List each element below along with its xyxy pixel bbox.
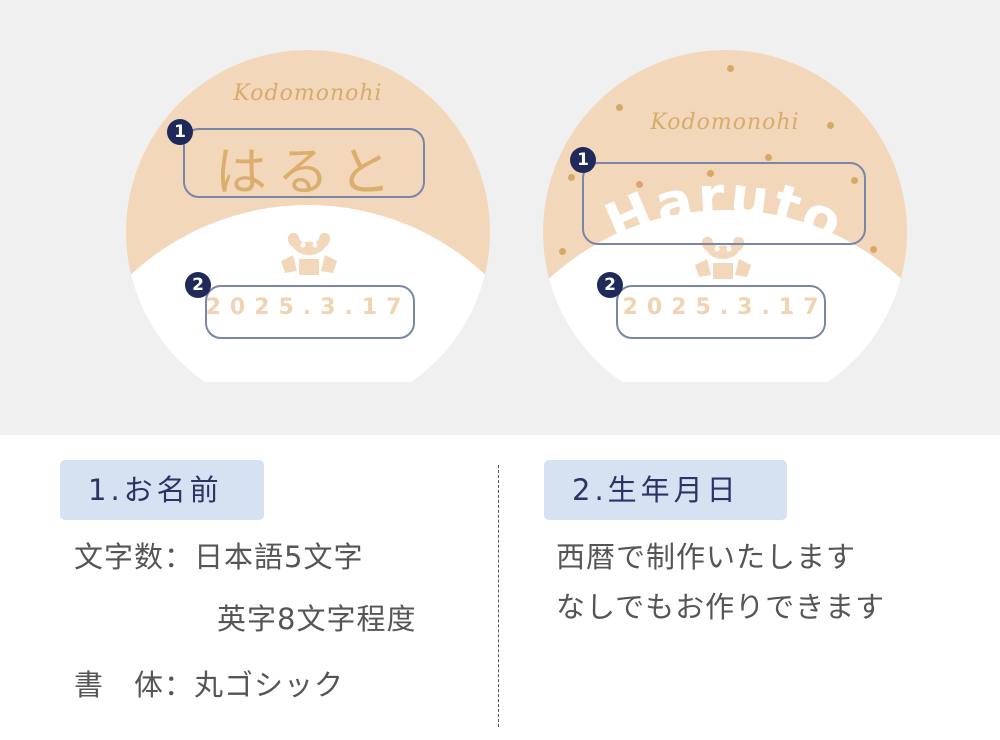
spec-value: 英字8文字程度 [217,602,417,636]
dot-decoration [568,174,575,181]
spec-line-font: 書 体：丸ゴシック [74,662,344,704]
kabuto-helmet-icon [281,232,337,275]
white-dome [126,205,490,382]
dot-decoration [559,248,566,255]
section-label-birthdate: 2.生年月日 [544,460,787,520]
sticker-disc: Kodomonohi Haruto 2025.3.17 [543,50,907,382]
date-text: 2025.3.17 [622,295,828,320]
dot-decoration [616,104,623,111]
spec-line-char-count: 文字数：日本語5文字 [74,534,363,576]
marker-1: 1 [167,119,193,145]
spec-sep: ： [164,540,195,574]
dot-decoration [827,122,834,129]
kabuto-helmet-icon [695,236,751,279]
dot-decoration [765,154,772,161]
birthdate-note-1: 西暦で制作いたします [556,540,857,574]
name-field-outline [582,162,866,245]
name-text-arched: Haruto [543,170,907,270]
sample-japanese-name: Kodomonohi はると 2025.3.17 1 2 [123,0,493,382]
dot-decoration [870,246,877,253]
date-text: 2025.3.17 [205,295,411,320]
dashed-divider [498,465,499,727]
marker-2: 2 [597,272,623,298]
dot-decoration [707,170,714,177]
name-text: はると [214,143,401,203]
birthdate-note-2: なしでもお作りできます [556,590,886,624]
brand-script: Kodomonohi [650,110,800,135]
sample-latin-name: Kodomonohi Haruto 2025.3.17 1 2 [540,0,910,382]
dot-decoration [727,65,734,72]
spec-line-char-count-en: 英字8文字程度 [217,596,416,638]
section-label-name: 1.お名前 [60,460,264,520]
brand-script: Kodomonohi [233,81,383,106]
spec-key: 文字数 [74,540,165,574]
name-field-outline [183,128,425,198]
spec-value: 日本語5文字 [194,540,364,574]
date-field-outline [616,285,826,339]
dot-decoration [636,181,643,188]
marker-1: 1 [570,147,596,173]
spec-sep: ： [164,668,195,702]
spec-key: 書 体 [74,668,165,702]
date-field-outline [205,285,415,339]
marker-2: 2 [185,272,211,298]
sticker-disc: Kodomonohi はると 2025.3.17 [126,50,490,382]
dot-decoration [851,177,858,184]
spec-value: 丸ゴシック [194,668,345,702]
